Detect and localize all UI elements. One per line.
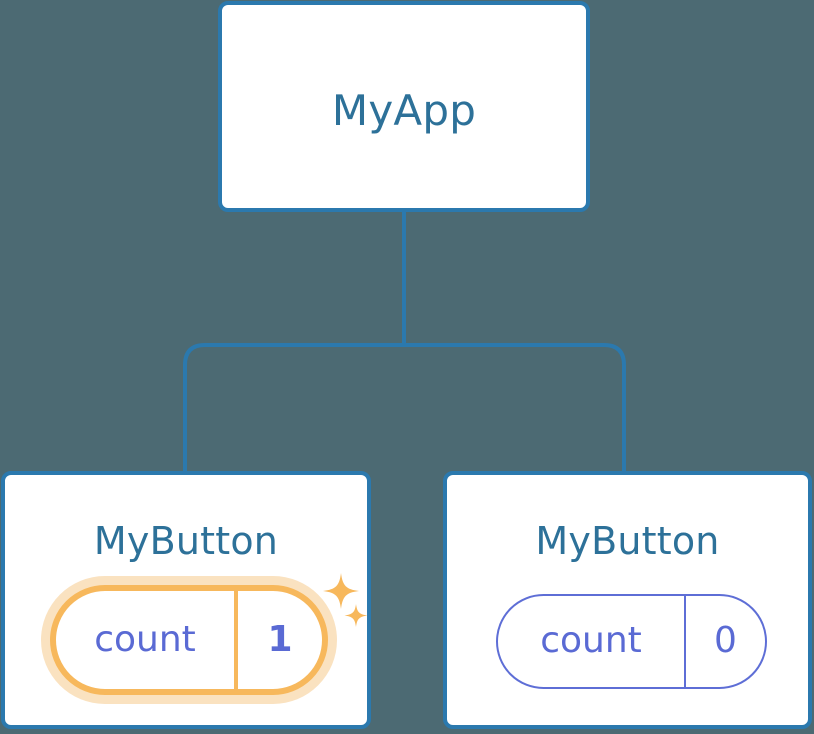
node-title-myapp: MyApp [331,86,477,135]
state-label-right: count [540,620,642,661]
state-pill-body-left[interactable]: count 1 [50,585,328,695]
node-title-mybutton-right: MyButton [535,519,720,563]
sparkle-icon [344,604,368,627]
state-pill-left[interactable]: count 1 [41,576,337,704]
node-mybutton-left[interactable]: MyButton count 1 [1,471,371,729]
state-label-left: count [94,619,196,660]
state-pill-body-right[interactable]: count 0 [496,593,767,689]
state-pill-right[interactable]: count 0 [494,592,769,690]
node-title-mybutton-left: MyButton [93,519,279,563]
node-mybutton-right[interactable]: MyButton count 0 [443,471,812,729]
connector-children-bus [183,343,626,471]
state-value-left: 1 [234,591,322,689]
state-value-right: 0 [684,595,765,687]
node-myapp[interactable]: MyApp [218,1,590,212]
